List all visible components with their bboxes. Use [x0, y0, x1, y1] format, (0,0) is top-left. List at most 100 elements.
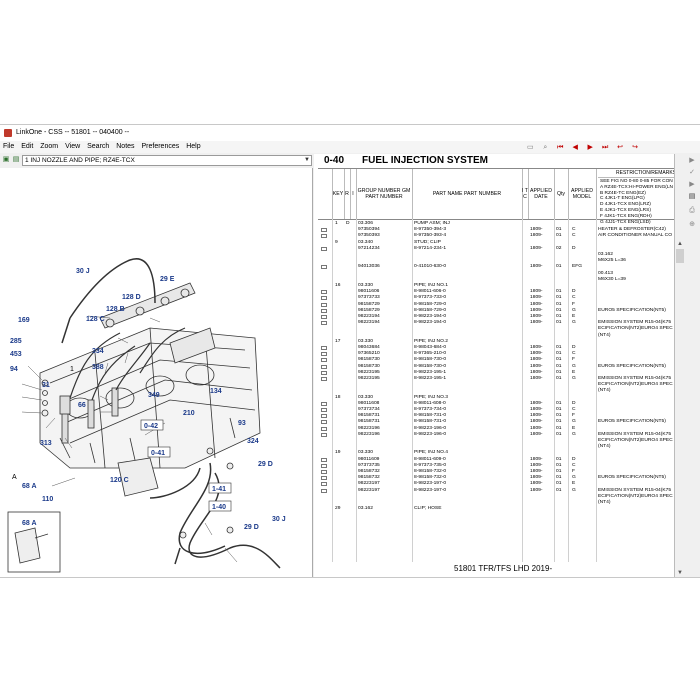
row-checkbox[interactable]	[321, 432, 327, 437]
callout-c29e[interactable]: 29 E	[160, 276, 175, 283]
row-checkbox[interactable]	[321, 246, 327, 251]
back-icon[interactable]: ↩	[617, 144, 623, 151]
callout-c128d[interactable]: 128 D	[122, 294, 141, 301]
page-icon[interactable]: ▭	[527, 144, 534, 151]
list-icon[interactable]: ▤	[688, 193, 696, 200]
table-row[interactable]: M6X25 L=36	[318, 258, 674, 264]
row-checkbox[interactable]	[321, 308, 327, 313]
row-checkbox[interactable]	[321, 358, 327, 363]
table-row[interactable]: ECIFICATION(NT2)EURO4 SPEC	[318, 494, 674, 500]
row-checkbox[interactable]	[321, 426, 327, 431]
row-checkbox[interactable]	[321, 457, 327, 462]
callout-c210[interactable]: 210	[183, 410, 195, 417]
row-checkbox[interactable]	[321, 265, 327, 270]
row-checkbox[interactable]	[321, 315, 327, 319]
row-checkbox[interactable]	[321, 408, 327, 412]
print-icon[interactable]: ⎙	[689, 207, 695, 214]
next-page-icon[interactable]: ▶	[587, 144, 593, 151]
row-checkbox[interactable]	[321, 488, 327, 493]
vertical-scrollbar[interactable]: ▲ ▼	[674, 154, 685, 577]
callout-c042[interactable]: 0-42	[144, 423, 158, 430]
menu-notes[interactable]: Notes	[116, 143, 135, 150]
side-next-icon[interactable]: ▶	[689, 157, 695, 164]
table-row[interactable]: (NT4)	[318, 444, 674, 450]
menu-help[interactable]: Help	[186, 143, 201, 150]
chevron-down-icon[interactable]: ▼	[304, 157, 310, 163]
search-icon[interactable]: ⌕	[543, 144, 548, 151]
menu-search[interactable]: Search	[87, 143, 110, 150]
callout-c388[interactable]: 388	[92, 364, 104, 371]
scroll-down-icon[interactable]: ▼	[677, 570, 683, 576]
callout-cA[interactable]: A	[12, 474, 17, 481]
row-checkbox[interactable]	[321, 234, 327, 239]
callout-c94[interactable]: 94	[10, 366, 18, 373]
callout-c30b[interactable]: 30 J	[272, 516, 286, 523]
callout-c313[interactable]: 313	[40, 440, 52, 447]
callout-c66[interactable]: 66	[78, 402, 86, 409]
table-row[interactable]: ECIFICATION(NT2)EURO4 SPEC	[318, 382, 674, 388]
first-page-icon[interactable]: ⏮	[557, 144, 564, 151]
callout-c141[interactable]: 1-41	[212, 486, 226, 493]
scroll-up-icon[interactable]: ▲	[677, 241, 683, 247]
callout-c140[interactable]: 1-40	[212, 504, 226, 511]
page-select[interactable]: 1 INJ NOZZLE AND PIPE; RZ4E-TCX ▼	[22, 155, 312, 166]
menu-edit[interactable]: Edit	[21, 143, 34, 150]
callout-c134[interactable]: 134	[210, 388, 222, 395]
callout-c453[interactable]: 453	[10, 351, 22, 358]
row-checkbox[interactable]	[321, 321, 327, 326]
callout-c29b[interactable]: 29 D	[244, 524, 259, 531]
row-checkbox[interactable]	[321, 352, 327, 357]
row-checkbox[interactable]	[321, 290, 327, 295]
menu-zoom[interactable]: Zoom	[40, 143, 59, 150]
table-row[interactable]: (NT4)	[318, 333, 674, 339]
forward-icon[interactable]: ↪	[632, 144, 638, 151]
menu-preferences[interactable]: Preferences	[141, 143, 180, 150]
callout-c334[interactable]: 334	[92, 348, 104, 355]
row-checkbox[interactable]	[321, 414, 327, 419]
image-icon[interactable]: ▤	[12, 156, 20, 163]
row-checkbox[interactable]	[321, 346, 327, 350]
callout-c169[interactable]: 169	[18, 317, 30, 324]
table-row[interactable]: ECIFICATION(NT2)EURO4 SPEC	[318, 438, 674, 444]
row-checkbox[interactable]	[321, 296, 327, 301]
callout-c93[interactable]: 93	[238, 420, 246, 427]
row-checkbox[interactable]	[321, 228, 327, 233]
row-checkbox[interactable]	[321, 377, 327, 381]
table-row[interactable]: 00.413	[318, 271, 674, 277]
row-checkbox[interactable]	[321, 401, 327, 406]
check-icon[interactable]: ✓	[689, 169, 695, 176]
row-checkbox[interactable]	[321, 470, 327, 474]
callout-c324[interactable]: 324	[247, 438, 259, 445]
table-row[interactable]: (NT4)	[318, 388, 674, 394]
row-checkbox[interactable]	[321, 420, 327, 425]
last-page-icon[interactable]: ⏭	[601, 144, 609, 151]
table-row[interactable]: 03.162	[318, 252, 674, 258]
prev-page-icon[interactable]: ◀	[572, 144, 578, 151]
callout-c041[interactable]: 0-41	[151, 450, 165, 457]
